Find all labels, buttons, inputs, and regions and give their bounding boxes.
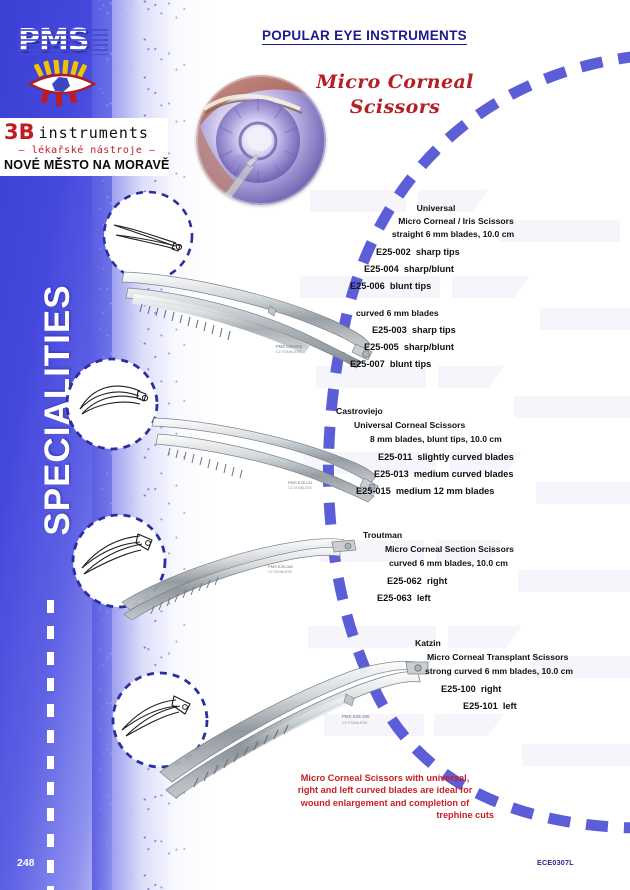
- footnote-text: Micro Corneal Scissors with universal, r…: [276, 772, 494, 822]
- blade-tip-detail-transplant-inset: [108, 668, 212, 777]
- item-desc: medium 12 mm blades: [395, 486, 495, 496]
- item-code: E25-100: [441, 684, 476, 694]
- product-item-row: E25-006 blunt tips: [350, 281, 580, 291]
- item-code: E25-101: [463, 701, 498, 711]
- item-code: E25-063: [377, 593, 412, 603]
- product-block-castroviejo: Castroviejo Universal Corneal Scissors 8…: [336, 406, 576, 496]
- footnote-line-1: Micro Corneal Scissors with universal,: [300, 773, 470, 783]
- item-code: E25-015: [356, 486, 391, 496]
- product-item-row: E25-013 medium curved blades: [336, 469, 576, 479]
- brand-3b-mark: 3B: [4, 120, 35, 144]
- footnote-line-2: right and left curved blades are ideal f…: [297, 785, 473, 796]
- vertical-dashed-divider: [47, 600, 54, 890]
- product-item-row: E25-007 blunt tips: [350, 359, 580, 369]
- brand-tagline: — lékařské nástroje —: [18, 145, 156, 156]
- product-maker: Universal: [416, 203, 456, 213]
- product-item-row: E25-011 slightly curved blades: [336, 452, 576, 462]
- svg-text:PMS E25-002: PMS E25-002: [276, 344, 303, 349]
- item-desc: left: [416, 593, 431, 603]
- blade-tip-detail-curved-inset: [62, 354, 162, 459]
- item-code: E25-003: [372, 325, 407, 335]
- section-title: Micro Corneal Scissors: [300, 70, 490, 120]
- item-desc: right: [426, 576, 448, 586]
- svg-text:PMS E25-062: PMS E25-062: [268, 564, 294, 569]
- item-desc: blunt tips: [389, 359, 432, 369]
- product-item-row: E25-004 sharp/blunt: [350, 264, 580, 274]
- item-desc: slightly curved blades: [417, 452, 514, 462]
- product-spec: 8 mm blades, blunt tips, 10.0 cm: [370, 434, 502, 444]
- svg-text:CZ STAINLESS: CZ STAINLESS: [268, 570, 293, 574]
- surgical-eye-closeup-photo: [196, 75, 326, 205]
- product-maker: Castroviejo: [336, 406, 383, 416]
- product-spec: straight 6 mm blades, 10.0 cm: [391, 229, 515, 239]
- item-desc: left: [502, 701, 517, 711]
- product-item-row: E25-062 right: [363, 576, 593, 586]
- item-desc: sharp/blunt: [403, 264, 454, 274]
- item-desc: sharp/blunt: [403, 342, 454, 352]
- item-code: E25-013: [374, 469, 409, 479]
- product-block-katzin: Katzin Micro Corneal Transplant Scissors…: [415, 638, 630, 711]
- svg-text:CZ STAINLESS: CZ STAINLESS: [342, 721, 368, 725]
- svg-text:PMS E25-100: PMS E25-100: [342, 714, 370, 719]
- product-name: Universal Corneal Scissors: [354, 420, 466, 430]
- item-desc: medium curved blades: [413, 469, 514, 479]
- product-item-row: E25-101 left: [415, 701, 630, 711]
- product-item-row: E25-003 sharp tips: [350, 325, 580, 335]
- item-code: E25-002: [376, 247, 411, 257]
- item-code: E25-011: [378, 452, 413, 462]
- item-code: E25-006: [350, 281, 385, 291]
- item-desc: blunt tips: [389, 281, 432, 291]
- blade-tip-detail-straight-inset: [100, 188, 196, 289]
- product-block-troutman: Troutman Micro Corneal Section Scissors …: [363, 530, 593, 603]
- product-item-row: E25-100 right: [415, 684, 630, 694]
- product-item-row: E25-015 medium 12 mm blades: [336, 486, 576, 496]
- product-name: Micro Corneal Section Scissors: [385, 544, 514, 554]
- brand-city: NOVÉ MĚSTO NA MORAVĚ: [4, 158, 170, 172]
- svg-text:PMS E25-011: PMS E25-011: [288, 480, 313, 485]
- item-code: E25-004: [364, 264, 399, 274]
- pms-logo: PMS: [18, 26, 108, 56]
- product-item-row: E25-005 sharp/blunt: [350, 342, 580, 352]
- product-name: Micro Corneal / Iris Scissors: [398, 216, 514, 226]
- product-name: Micro Corneal Transplant Scissors: [427, 652, 569, 662]
- page-title: POPULAR EYE INSTRUMENTS: [262, 28, 467, 45]
- product-maker: Troutman: [363, 530, 403, 540]
- svg-text:CZ STAINLESS: CZ STAINLESS: [288, 486, 313, 490]
- item-code: E25-007: [350, 359, 385, 369]
- section-title-line-1: Micro Corneal: [316, 71, 474, 93]
- document-code: ECE0307L: [537, 858, 574, 867]
- product-subgroup-spec: curved 6 mm blades: [356, 308, 439, 318]
- blade-tip-detail-section-inset: [68, 510, 170, 617]
- product-spec: curved 6 mm blades, 10.0 cm: [389, 558, 508, 568]
- item-code: E25-062: [387, 576, 422, 586]
- brand-white-strip: [0, 118, 168, 176]
- product-maker: Katzin: [415, 638, 441, 648]
- product-block-universal: Universal Micro Corneal / Iris Scissors …: [350, 203, 580, 369]
- pms-logo-text: PMS: [18, 23, 89, 58]
- footnote-line-4: trephine cuts: [436, 810, 494, 821]
- product-spec: strong curved 6 mm blades, 10.0 cm: [425, 666, 574, 676]
- eye-logo-icon: [26, 58, 98, 108]
- item-code: E25-005: [364, 342, 399, 352]
- section-title-line-2: Scissors: [349, 96, 441, 118]
- svg-text:CZ STAINLESS: CZ STAINLESS: [276, 350, 302, 354]
- product-item-row: E25-002 sharp tips: [350, 247, 580, 257]
- footnote-line-3: wound enlargement and completion of: [300, 797, 470, 808]
- item-desc: right: [480, 684, 502, 694]
- item-desc: sharp tips: [415, 247, 460, 257]
- page-number: 248: [17, 857, 35, 869]
- product-item-row: E25-063 left: [363, 593, 593, 603]
- brand-instruments-word: instruments: [38, 124, 149, 142]
- item-desc: sharp tips: [411, 325, 456, 335]
